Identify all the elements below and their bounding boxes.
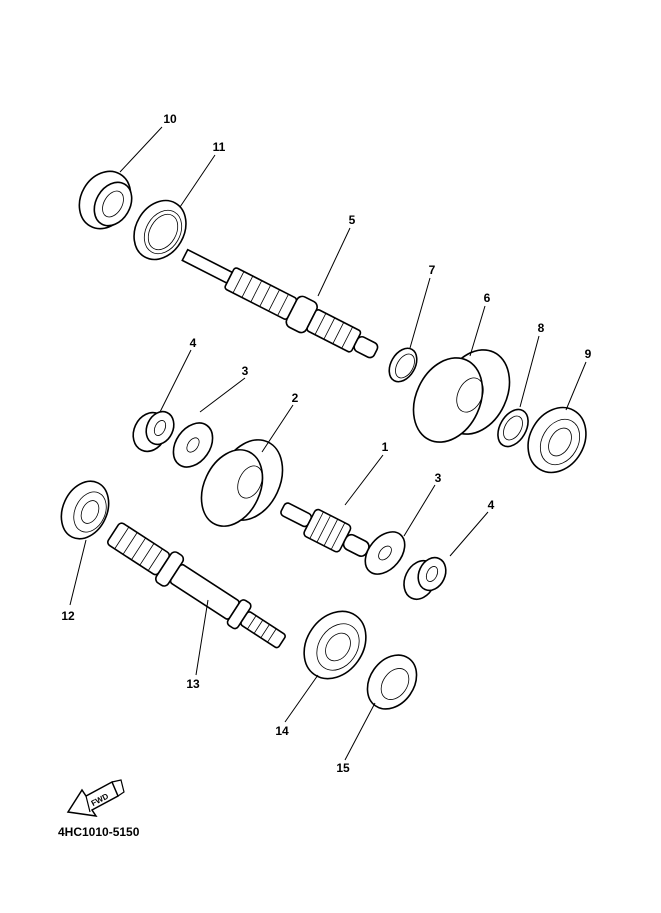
label-part-6: 6 (484, 291, 491, 305)
part-14-bearing[interactable] (291, 599, 378, 690)
label-part-11: 11 (213, 140, 226, 154)
label-part-10: 10 (163, 112, 177, 126)
label-part-9: 9 (585, 347, 592, 361)
label-part-4-lower: 4 (488, 498, 495, 512)
part-2-gear[interactable] (190, 429, 295, 536)
part-7-circlip[interactable] (384, 343, 423, 386)
label-part-5: 5 (349, 213, 356, 227)
label-part-3-lower: 3 (435, 471, 442, 485)
part-10-bearing[interactable] (69, 162, 141, 238)
label-part-12: 12 (61, 609, 75, 623)
leader-lines (69, 126, 587, 761)
fwd-arrow-icon: FWD (66, 779, 125, 817)
part-3-washer-lower[interactable] (357, 524, 412, 581)
part-9-bearing[interactable] (517, 397, 598, 483)
label-part-15: 15 (336, 761, 350, 775)
label-part-4: 4 (190, 336, 197, 350)
part-12-bearing[interactable] (52, 474, 117, 547)
label-part-7: 7 (429, 263, 436, 277)
part-11-oil-seal[interactable] (124, 191, 197, 269)
part-8-washer[interactable] (492, 404, 535, 452)
part-1-drive-gear[interactable] (276, 495, 374, 565)
part-3-washer[interactable] (165, 416, 220, 475)
part-13-drive-axle[interactable] (104, 517, 292, 657)
part-15-oil-seal[interactable] (357, 646, 426, 719)
part-4-collar-lower[interactable] (398, 553, 451, 604)
part-6-gear[interactable] (400, 339, 522, 454)
diagram-code: 4HC1010-5150 (58, 825, 140, 839)
label-part-13: 13 (186, 677, 200, 691)
label-part-14: 14 (275, 724, 289, 738)
label-part-8: 8 (538, 321, 545, 335)
label-part-3: 3 (242, 364, 249, 378)
part-5-main-axle[interactable] (177, 240, 383, 367)
part-4-collar[interactable] (127, 407, 179, 457)
label-part-1: 1 (382, 440, 389, 454)
label-part-2: 2 (292, 391, 299, 405)
